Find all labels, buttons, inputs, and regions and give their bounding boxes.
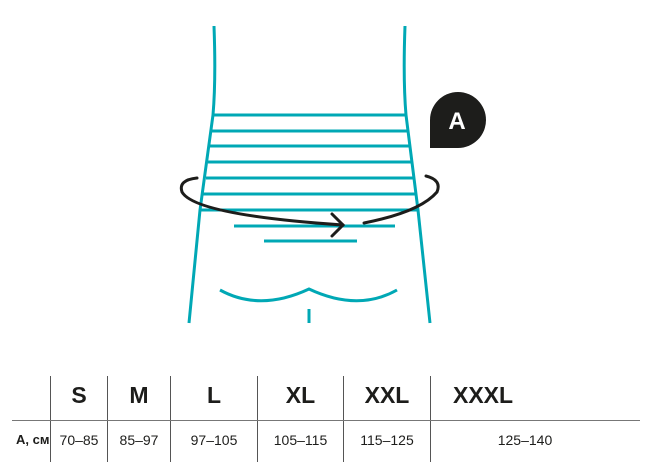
size-value-xl: 105–115 <box>273 432 328 448</box>
size-value-l: 97–105 <box>190 432 238 448</box>
torso-left-side <box>187 25 217 324</box>
row-divider <box>12 420 640 421</box>
size-header-m: M <box>129 382 149 408</box>
torso-right-side <box>402 25 432 324</box>
column-divider <box>50 376 51 462</box>
badge-a: A <box>430 92 486 148</box>
size-header-xl: XL <box>285 382 316 408</box>
waist-measurement-diagram: A <box>179 25 486 324</box>
size-header-l: L <box>206 382 222 408</box>
size-value-m: 85–97 <box>119 432 159 448</box>
column-divider <box>343 376 344 462</box>
size-header-xxl: XXL <box>364 382 410 408</box>
circumference-arrow <box>179 174 440 238</box>
column-divider <box>430 376 431 462</box>
row-label: A, см <box>16 432 50 447</box>
hip-curve <box>219 287 398 303</box>
badge-label: A <box>448 108 465 135</box>
column-divider <box>257 376 258 462</box>
size-header-s: S <box>71 382 87 408</box>
column-divider <box>107 376 108 462</box>
size-value-s: 70–85 <box>59 432 99 448</box>
arrowhead-icon <box>330 212 346 238</box>
size-header-xxxl: XXXL <box>453 382 514 408</box>
size-value-xxl: 115–125 <box>360 432 414 448</box>
column-divider <box>170 376 171 462</box>
torso-outline <box>187 25 432 324</box>
size-value-xxxl: 125–140 <box>497 432 553 448</box>
